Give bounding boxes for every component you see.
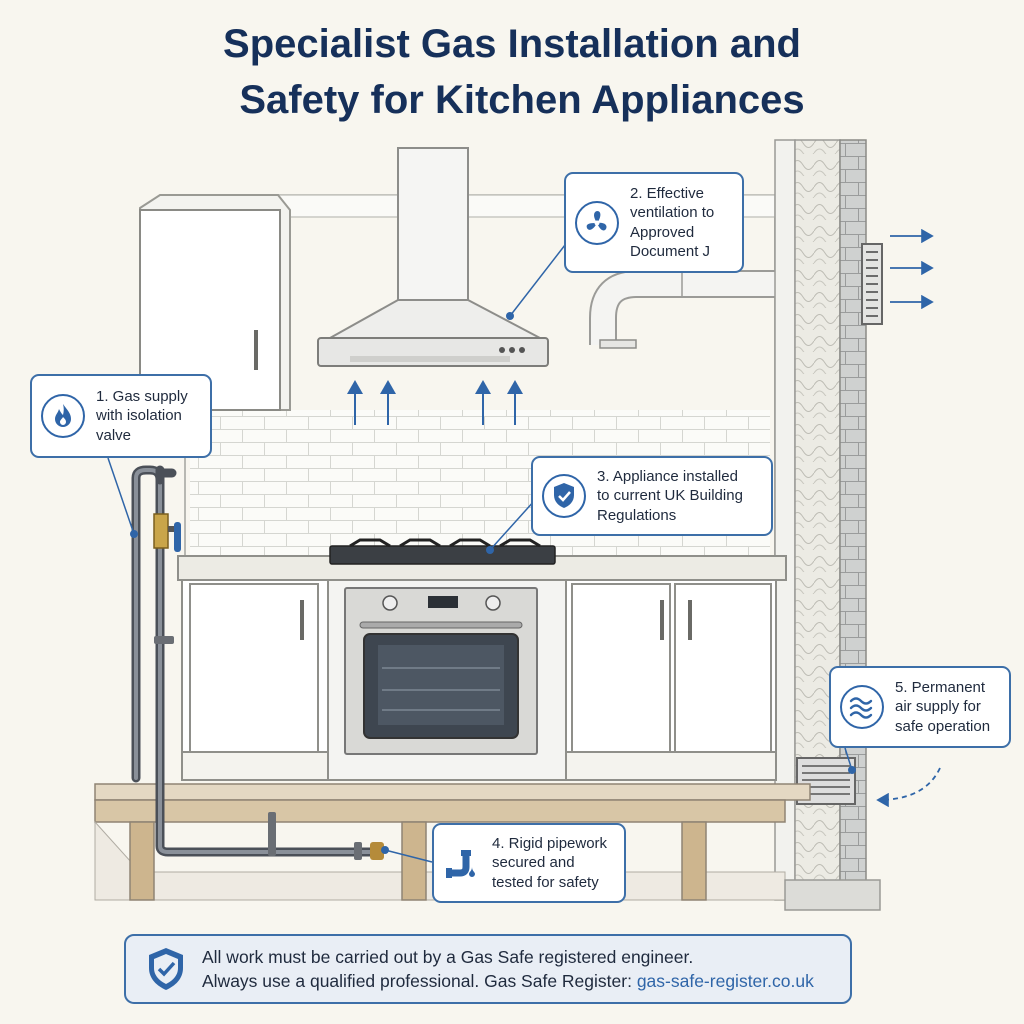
callout-text: 4. Rigid pipework secured and tested for… — [492, 834, 607, 893]
wall-vent-grille-high — [862, 244, 882, 324]
incoming-air-arrow — [878, 768, 940, 800]
callout-text: 3. Appliance installed to current UK Bui… — [597, 467, 743, 526]
callout-air-supply: 5. Permanent air supply for safe operati… — [829, 666, 1011, 748]
safety-notice-line-2-text: Always use a qualified professional. Gas… — [202, 971, 637, 991]
oven — [328, 580, 566, 780]
callout-building-regulations: 3. Appliance installed to current UK Bui… — [531, 456, 773, 536]
safety-notice: All work must be carried out by a Gas Sa… — [124, 934, 852, 1004]
isolation-valve — [154, 514, 181, 552]
flame-icon — [40, 393, 86, 439]
pipe-icon — [442, 843, 482, 883]
exhaust-arrows — [890, 236, 932, 302]
airflow-icon — [839, 684, 885, 730]
extractor-hood — [318, 148, 548, 366]
callout-ventilation: 2. Effective ventilation to Approved Doc… — [564, 172, 744, 273]
callout-text: 5. Permanent air supply for safe operati… — [895, 678, 990, 737]
gas-safe-register-link[interactable]: gas-safe-register.co.uk — [637, 971, 814, 991]
safety-notice-line-1: All work must be carried out by a Gas Sa… — [202, 945, 814, 969]
callout-text: 1. Gas supply with isolation valve — [96, 387, 188, 446]
fan-icon — [574, 200, 620, 246]
safety-notice-text: All work must be carried out by a Gas Sa… — [202, 945, 814, 993]
callout-rigid-pipework: 4. Rigid pipework secured and tested for… — [432, 823, 626, 903]
callout-gas-supply: 1. Gas supply with isolation valve — [30, 374, 212, 458]
shield-check-icon — [541, 473, 587, 519]
callout-text: 2. Effective ventilation to Approved Doc… — [630, 184, 714, 262]
safety-notice-line-2: Always use a qualified professional. Gas… — [202, 969, 814, 993]
shield-check-icon — [144, 945, 188, 993]
